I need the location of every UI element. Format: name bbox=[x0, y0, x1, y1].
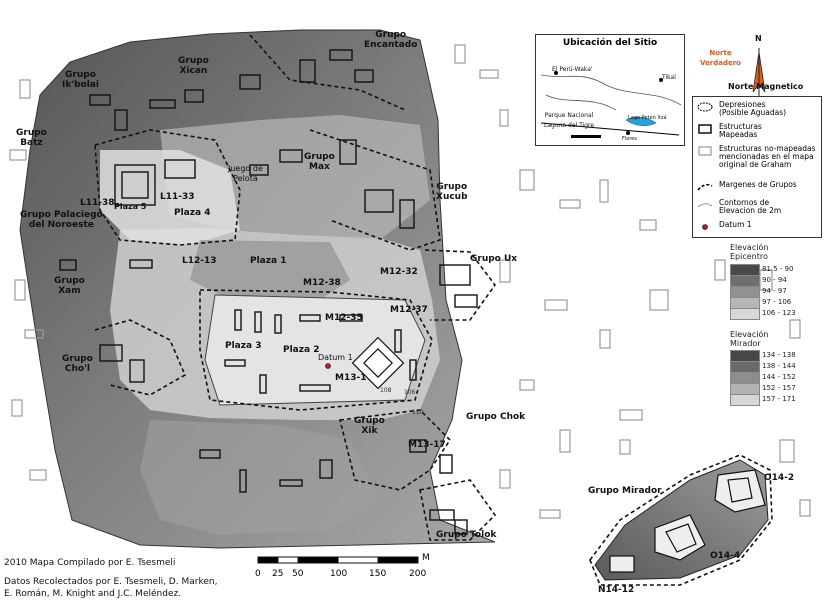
credits-line-3: E. Román, M. Knight and J.C. Meléndez. bbox=[4, 589, 182, 599]
north-n-label: N bbox=[755, 34, 762, 43]
magnetic-north-label: Norte Magnetico bbox=[728, 82, 804, 91]
label-grupo-xam: Grupo Xam bbox=[54, 276, 85, 296]
scale-tick: 100 bbox=[330, 569, 348, 579]
scale-bar bbox=[257, 556, 419, 564]
label-plaza-4: Plaza 4 bbox=[174, 208, 211, 218]
label-m13-1: M13-1 bbox=[335, 373, 367, 383]
elev-epicentro-title: Elevación Epicentro bbox=[730, 243, 769, 261]
elev-mirador-title: Elevación Mirador bbox=[730, 330, 769, 348]
label-m12-37: M12-37 bbox=[390, 305, 428, 315]
credits-line-1: 2010 Mapa Compilado por E. Tsesmeli bbox=[4, 558, 176, 568]
label-m12-35: M12-35 bbox=[325, 313, 363, 323]
contour-label: 108 bbox=[380, 387, 392, 394]
label-grupo-batz: Grupo Batz bbox=[16, 128, 47, 148]
pyramid-m13-1 bbox=[351, 336, 405, 390]
label-grupo-chol: Grupo Cho'l bbox=[62, 354, 93, 374]
elevation-range-label: 134 - 138 bbox=[762, 351, 796, 359]
label-l12-13: L12-13 bbox=[182, 256, 217, 266]
label-grupo-tolok: Grupo Tolok bbox=[436, 530, 497, 540]
structure-icon bbox=[698, 124, 712, 134]
scale-unit: M bbox=[422, 553, 430, 563]
label-datum-1: Datum 1 bbox=[318, 353, 353, 362]
datum-marker bbox=[325, 363, 331, 369]
elevation-swatch bbox=[730, 394, 760, 406]
legend-contornos: Contornos de Elevacion de 2m bbox=[697, 199, 781, 215]
label-grupo-palaciego: Grupo Palaciego del Noroeste bbox=[20, 210, 103, 230]
label-grupo-ikbolai: Grupo Ik'bolai bbox=[62, 70, 99, 90]
elevation-range-label: 97 - 106 bbox=[762, 298, 792, 306]
elevation-range-label: 94 - 97 bbox=[762, 287, 787, 295]
label-o14-4: O14-4 bbox=[710, 551, 741, 561]
label-o14-2: O14-2 bbox=[764, 473, 795, 483]
legend-no-mapeadas: Estructuras no-mapeadas mencionadas en e… bbox=[697, 145, 816, 169]
label-plaza-3: Plaza 3 bbox=[225, 341, 262, 351]
unmapped-structure-icon bbox=[698, 146, 712, 156]
inset-flores: Flores bbox=[622, 136, 637, 142]
elevation-range-label: 144 - 152 bbox=[762, 373, 796, 381]
label-grupo-encantado: Grupo Encantado bbox=[364, 30, 418, 50]
inset-town-peru: El Perú-Waka' bbox=[552, 66, 593, 73]
label-plaza-5: Plaza 5 bbox=[114, 202, 147, 211]
depression-icon bbox=[697, 102, 713, 112]
label-l11-33: L11-33 bbox=[160, 192, 195, 202]
group-margin-icon bbox=[697, 183, 713, 191]
mapped-structures bbox=[59, 49, 478, 535]
scale-tick: 0 bbox=[255, 569, 261, 579]
true-north-label: Norte Verdadero bbox=[700, 49, 741, 67]
label-grupo-xican: Grupo Xican bbox=[178, 56, 209, 76]
legend-datum: Datum 1 bbox=[697, 221, 752, 235]
location-inset: Ubicación del Sitio El Perú-Waka' Parque… bbox=[535, 34, 685, 146]
contour-label: 106 bbox=[404, 389, 416, 396]
label-plaza-1: Plaza 1 bbox=[250, 256, 287, 266]
label-grupo-max: Grupo Max bbox=[304, 152, 335, 172]
label-m12-32: M12-32 bbox=[380, 267, 418, 277]
contour-label: 110 bbox=[412, 409, 424, 416]
legend-margenes: Margenes de Grupos bbox=[697, 181, 797, 195]
label-grupo-xucub: Grupo Xucub bbox=[436, 182, 468, 202]
label-n14-12: N14-12 bbox=[598, 585, 635, 595]
dark-depression bbox=[190, 240, 350, 300]
north-arrow-icon bbox=[752, 48, 766, 96]
datum-icon bbox=[702, 224, 708, 230]
scale-tick: 200 bbox=[409, 569, 427, 579]
label-plaza-2: Plaza 2 bbox=[283, 345, 320, 355]
plaza-4-terrain bbox=[100, 150, 240, 245]
inset-tikal: Tikal bbox=[662, 74, 676, 81]
elevation-range-label: 152 - 157 bbox=[762, 384, 796, 392]
label-grupo-mirador: Grupo Mirador bbox=[588, 486, 662, 496]
unmapped-structures bbox=[9, 44, 811, 519]
elevation-range-label: 90 - 94 bbox=[762, 276, 787, 284]
scale-tick: 150 bbox=[369, 569, 387, 579]
elevation-range-label: 81.5 - 90 bbox=[762, 265, 794, 273]
inset-park: Parque Nacional Laguna del Tigre bbox=[544, 112, 595, 129]
scale-tick: 25 bbox=[272, 569, 284, 579]
label-grupo-xik: Grupo Xik bbox=[354, 416, 385, 436]
mirador-structures bbox=[609, 469, 766, 573]
label-m13-17: M13-17 bbox=[408, 440, 446, 450]
contour-icon bbox=[697, 203, 713, 208]
inset-title: Ubicación del Sitio bbox=[562, 38, 658, 48]
elevation-range-label: 106 - 123 bbox=[762, 309, 796, 317]
inset-map bbox=[540, 71, 682, 138]
label-grupo-ux: Grupo Ux bbox=[470, 254, 518, 264]
label-l11-38: L11-38 bbox=[80, 198, 115, 208]
label-grupo-chok: Grupo Chok bbox=[466, 412, 526, 422]
credits-line-2: Datos Recolectados por E. Tsesmeli, D. M… bbox=[4, 577, 218, 587]
south-terrain bbox=[140, 420, 380, 535]
elevation-swatch bbox=[730, 308, 760, 320]
group-margins bbox=[94, 34, 773, 586]
legend-estructuras: Estructuras Mapeadas bbox=[697, 123, 762, 139]
elevation-range-label: 157 - 171 bbox=[762, 395, 796, 403]
label-m12-38: M12-38 bbox=[303, 278, 341, 288]
scale-tick: 50 bbox=[292, 569, 304, 579]
elevation-range-label: 138 - 144 bbox=[762, 362, 796, 370]
legend-depresiones: Depresiones (Posible Aguadas) bbox=[697, 101, 786, 117]
label-juego-pelota: Juego de Pelota bbox=[228, 164, 263, 183]
map-legend: Depresiones (Posible Aguadas) Estructura… bbox=[692, 96, 822, 238]
inset-lake: Lago Petén Itzá bbox=[628, 115, 667, 121]
